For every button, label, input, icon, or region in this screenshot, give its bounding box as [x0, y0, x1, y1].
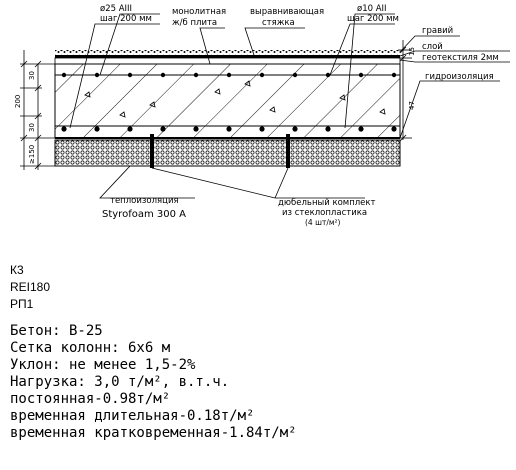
spec-notes: Бетон: В-25 Сетка колонн: 6х6 м Уклон: н… — [10, 323, 297, 442]
leader-lines — [69, 13, 510, 199]
label-geotextile: геотекстиля 2мм — [422, 53, 499, 63]
label-insulation-product: Styrofoam 300 A — [102, 209, 186, 220]
code-rei: REI180 — [10, 280, 51, 294]
roof-section-drawing: 30 200 30 ≥150 15 47 ø25 AIII шаг 200 мм… — [14, 4, 510, 227]
right-dimension-chain — [398, 40, 412, 142]
code-rp: РП1 — [10, 297, 34, 311]
note-load: Нагрузка: 3,0 т/м², в.т.ч. — [10, 374, 230, 390]
dim-left-insulation: ≥150 — [28, 145, 36, 164]
label-screed-1: выравнивающая — [250, 7, 324, 17]
dowel — [286, 134, 290, 168]
label-rebar-right: ø10 AII — [357, 4, 387, 14]
note-column-grid: Сетка колонн: 6х6 м — [10, 340, 171, 356]
insulation-layer — [54, 139, 401, 167]
dim-left-bottom: 30 — [28, 123, 36, 132]
label-rebar-right-spacing: шаг 200 мм — [347, 14, 399, 24]
dim-left-total: 200 — [14, 95, 22, 108]
label-layer: слой — [422, 42, 443, 52]
label-dowel-3: (4 шт/м²) — [305, 218, 341, 227]
upper-rebar-dots — [61, 72, 397, 78]
note-concrete: Бетон: В-25 — [10, 323, 103, 339]
label-gravel: гравий — [422, 26, 453, 36]
aggregate-marks — [84, 80, 386, 118]
label-slab-2: ж/б плита — [172, 18, 217, 28]
label-insulation: теплоизоляция — [110, 196, 179, 206]
note-permanent-load: постоянная-0.98т/м² — [10, 391, 171, 407]
note-slope: Уклон: не менее 1,5-2% — [10, 357, 196, 373]
gravel-layer — [55, 50, 400, 55]
left-dimension-chain — [20, 50, 55, 170]
note-short-term-load: временная кратковременная-1.84т/м² — [10, 425, 297, 441]
label-waterproofing: гидроизоляция — [425, 72, 494, 82]
geotextile-layer — [55, 55, 400, 58]
code-k3: К3 — [10, 263, 24, 277]
dim-right-mid: 47 — [408, 101, 416, 110]
dim-left-top: 30 — [28, 71, 36, 80]
screed-layer — [54, 57, 401, 65]
label-screed-2: стяжка — [262, 18, 295, 28]
label-slab-1: монолитная — [172, 7, 226, 17]
label-dowel-1: дюбельный комплект — [278, 198, 376, 208]
label-dowel-2: из стеклопластика — [282, 208, 367, 218]
dim-right-top: 15 — [408, 47, 416, 56]
lower-rebar-dots — [61, 126, 397, 132]
note-long-term-load: временная длительная-0.18т/м² — [10, 408, 255, 424]
dowel — [150, 134, 154, 168]
label-rebar-top: ø25 AIII — [100, 4, 132, 14]
label-rebar-top-spacing: шаг 200 мм — [100, 14, 152, 24]
